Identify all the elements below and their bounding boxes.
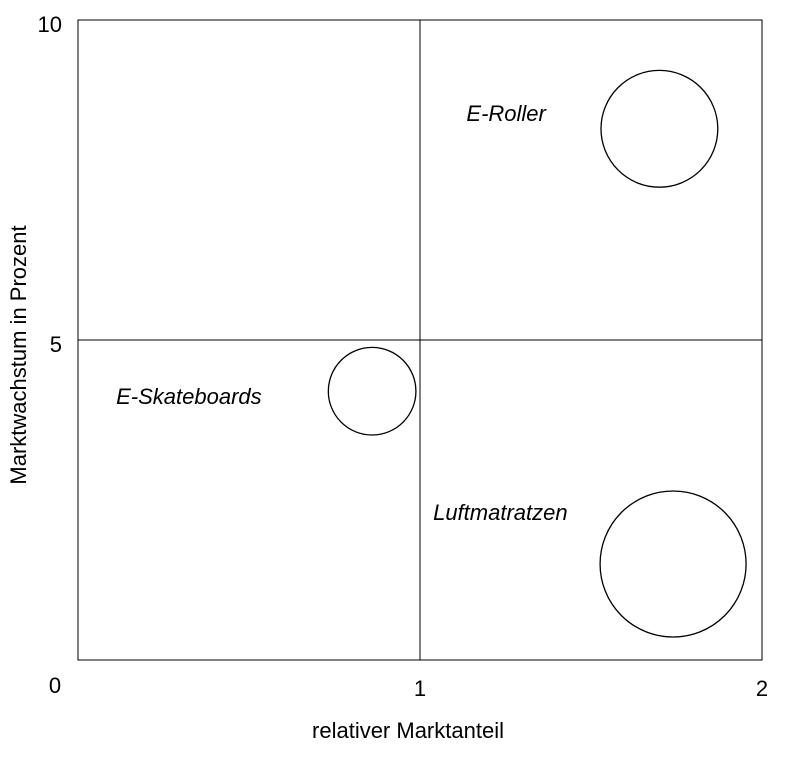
x-axis-label: relativer Marktanteil [312,718,504,743]
bubble-label: Luftmatratzen [433,500,568,525]
x-tick-label: 1 [414,676,426,701]
y-axis-label: Marktwachstum in Prozent [6,225,31,484]
bubble-e-skateboards [327,346,417,436]
bubble-label: E-Roller [466,101,547,126]
origin-label: 0 [49,673,61,698]
bubble-label: E-Skateboards [116,384,262,409]
bubble-luftmatratzen [599,490,747,638]
bubble-e-roller [600,69,719,188]
y-tick-label: 5 [50,332,62,357]
y-tick-label: 10 [38,12,62,37]
x-tick-label: 2 [756,676,768,701]
